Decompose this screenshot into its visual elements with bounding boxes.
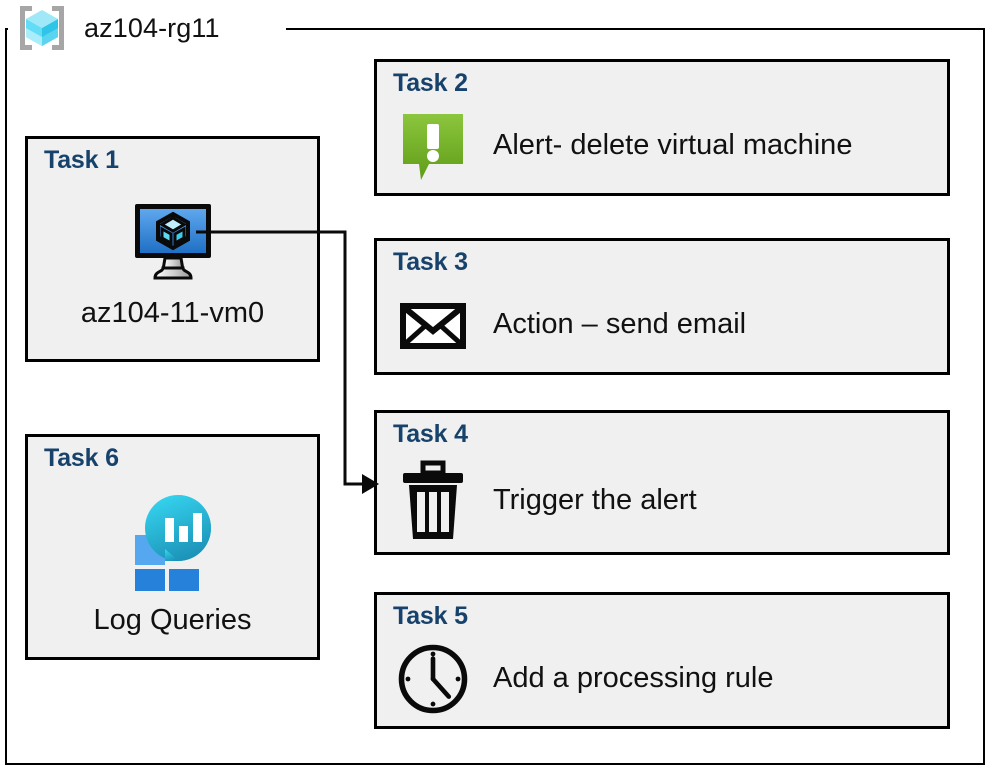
task-4-content: Trigger the alert: [395, 455, 939, 546]
task-3-content: Action – send email: [395, 283, 939, 366]
alert-bubble-icon: [395, 108, 471, 184]
task-1-caption: az104-11-vm0: [80, 297, 265, 329]
task-2-content: Alert- delete virtual machine: [395, 104, 939, 187]
task-1-content: az104-11-vm0: [28, 183, 317, 351]
task-box-task-3[interactable]: Task 3 Action – send email: [374, 238, 950, 375]
task-box-task-6[interactable]: Task 6: [25, 434, 320, 660]
task-label-1: Task 1: [44, 146, 119, 174]
resource-group-frame-notch: [8, 22, 286, 34]
azure-resource-group-icon: [10, 3, 74, 53]
task-6-caption: Log Queries: [93, 604, 252, 636]
task-6-content: Log Queries: [28, 481, 317, 649]
task-label-4: Task 4: [393, 420, 468, 448]
task-box-task-4[interactable]: Task 4 Trigger the alert: [374, 410, 950, 555]
task-label-2: Task 2: [393, 69, 468, 97]
task-box-task-2[interactable]: Task 2 Alert- delete virtual machine: [374, 59, 950, 196]
task-5-content: Add a processing rule: [395, 637, 939, 720]
task-box-task-1[interactable]: Task 1: [25, 136, 320, 362]
log-queries-icon: [121, 491, 225, 599]
task-2-text: Alert- delete virtual machine: [493, 129, 853, 161]
task-label-3: Task 3: [393, 248, 468, 276]
envelope-icon: [395, 287, 471, 363]
task-label-6: Task 6: [44, 444, 119, 472]
trash-icon: [395, 460, 471, 539]
virtual-machine-icon: [125, 200, 221, 289]
task-5-text: Add a processing rule: [493, 662, 774, 694]
resource-group-header: az104-rg11: [10, 4, 220, 52]
task-box-task-5[interactable]: Task 5 Add a processing rule: [374, 592, 950, 729]
task-label-5: Task 5: [393, 602, 468, 630]
resource-group-name: az104-rg11: [84, 12, 220, 43]
resource-group-frame: [5, 28, 985, 765]
clock-icon: [395, 641, 471, 717]
task-3-text: Action – send email: [493, 308, 747, 340]
task-4-text: Trigger the alert: [493, 484, 697, 516]
